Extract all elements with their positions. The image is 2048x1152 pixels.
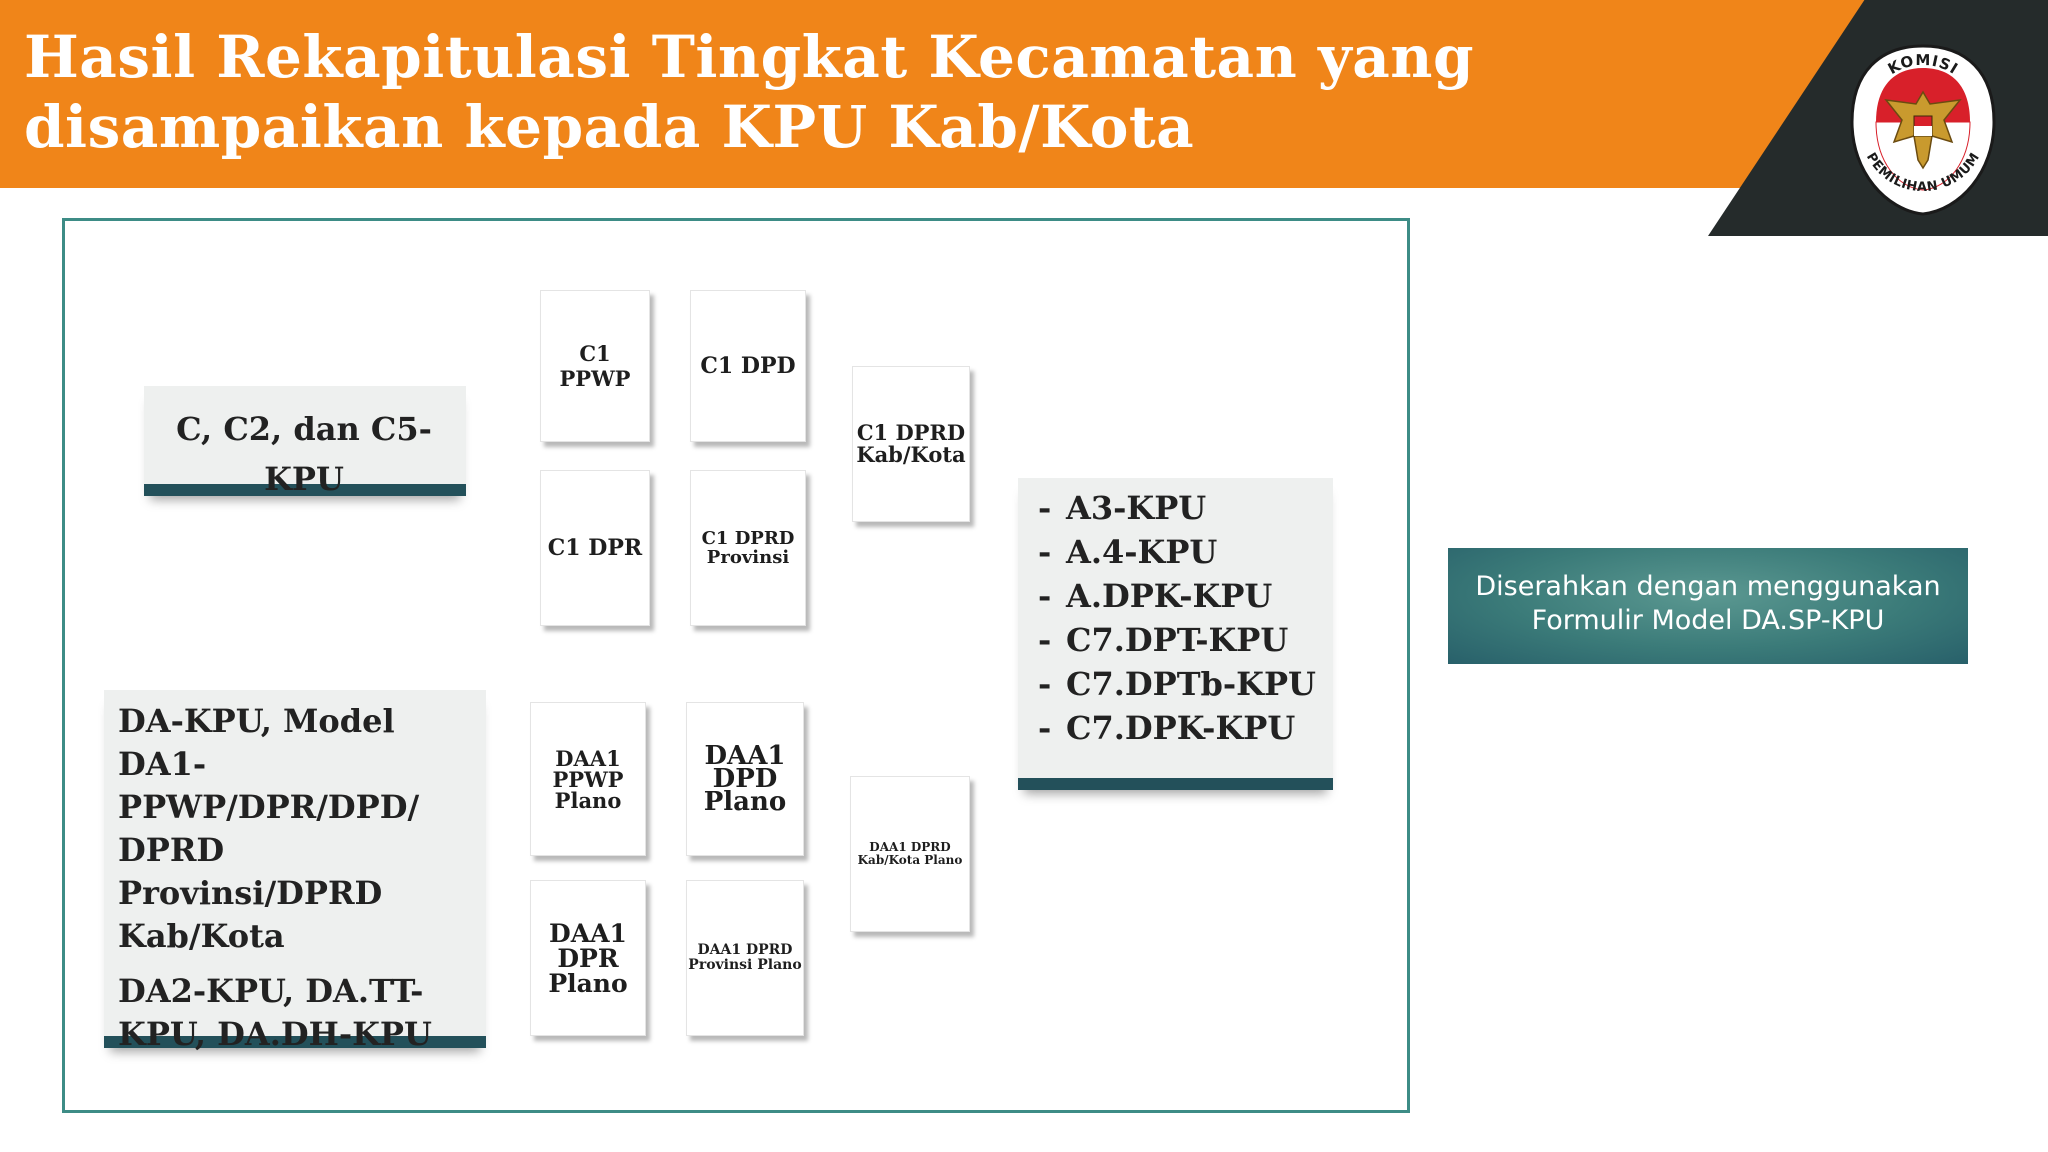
da-forms-label-1: DA-KPU, Model DA1-PPWP/DPR/DPD/ DPRD Pro…	[118, 702, 420, 955]
paper-label: C1 DPRD Provinsi	[701, 528, 795, 568]
page-title: Hasil Rekapitulasi Tingkat Kecamatan yan…	[24, 23, 1474, 161]
list-dash: -	[1038, 489, 1052, 527]
list-dash: -	[1038, 577, 1052, 615]
paper-label: DAA1 DPR Plano	[548, 918, 628, 998]
da-forms-box: DA-KPU, Model DA1-PPWP/DPR/DPD/ DPRD Pro…	[104, 690, 486, 1053]
garuda-emblem-icon	[1884, 90, 1962, 170]
header-bar	[0, 0, 1890, 188]
paper-label: DAA1 DPD Plano	[703, 740, 787, 817]
list-item: -C7.DPT-KPU	[1038, 618, 1333, 662]
paper-label: C1 DPD	[700, 353, 796, 379]
paper-label: DAA1 PPWP Plano	[552, 745, 624, 813]
list-item-label: A.4-KPU	[1066, 533, 1218, 571]
paper-label: DAA1 DPRD Provinsi Plano	[688, 942, 802, 973]
paper-label: DAA1 DPRD Kab/Kota Plano	[857, 840, 963, 867]
paper-c1-dpr: C1 DPR	[540, 470, 650, 626]
paper-daa1-dpd-plano: DAA1 DPD Plano	[686, 702, 804, 856]
submission-note: Diserahkan dengan menggunakan Formulir M…	[1448, 548, 1968, 664]
kpu-logo: KOMISI PEMILIHAN UMUM	[1850, 44, 1996, 216]
paper-c1-dprd-provinsi: C1 DPRD Provinsi	[690, 470, 806, 626]
paper-daa1-ppwp-plano: DAA1 PPWP Plano	[530, 702, 646, 856]
paper-label: C1 PPWP	[559, 341, 631, 391]
list-item: -A.4-KPU	[1038, 530, 1333, 574]
list-item-label: A3-KPU	[1066, 489, 1207, 527]
forms-list: -A3-KPU -A.4-KPU -A.DPK-KPU -C7.DPT-KPU …	[1038, 486, 1333, 750]
paper-c1-ppwp: C1 PPWP	[540, 290, 650, 442]
paper-daa1-dpr-plano: DAA1 DPR Plano	[530, 880, 646, 1036]
paper-c1-dprd-kabkota: C1 DPRD Kab/Kota	[852, 366, 970, 522]
list-item-label: C7.DPK-KPU	[1066, 709, 1296, 747]
list-item: -C7.DPTb-KPU	[1038, 662, 1333, 706]
list-item: -A3-KPU	[1038, 486, 1333, 530]
list-dash: -	[1038, 621, 1052, 659]
c-forms-box: C, C2, dan C5-KPU	[144, 386, 466, 498]
list-item-label: C7.DPT-KPU	[1066, 621, 1289, 659]
list-item-label: C7.DPTb-KPU	[1066, 665, 1316, 703]
paper-label: C1 DPRD Kab/Kota	[856, 420, 966, 467]
list-item-label: A.DPK-KPU	[1066, 577, 1273, 615]
list-dash: -	[1038, 665, 1052, 703]
paper-daa1-dprd-provinsi-plano: DAA1 DPRD Provinsi Plano	[686, 880, 804, 1036]
list-item: -C7.DPK-KPU	[1038, 706, 1333, 750]
forms-list-box: -A3-KPU -A.4-KPU -A.DPK-KPU -C7.DPT-KPU …	[1018, 478, 1333, 790]
paper-daa1-dprd-kabkota-plano: DAA1 DPRD Kab/Kota Plano	[850, 776, 970, 932]
list-dash: -	[1038, 533, 1052, 571]
paper-c1-dpd: C1 DPD	[690, 290, 806, 442]
list-item: -A.DPK-KPU	[1038, 574, 1333, 618]
list-dash: -	[1038, 709, 1052, 747]
da-forms-label-2: DA2-KPU, DA.TT-KPU, DA.DH-KPU	[118, 972, 432, 1053]
c-forms-label: C, C2, dan C5-KPU	[176, 410, 432, 498]
paper-label: C1 DPR	[547, 535, 643, 561]
